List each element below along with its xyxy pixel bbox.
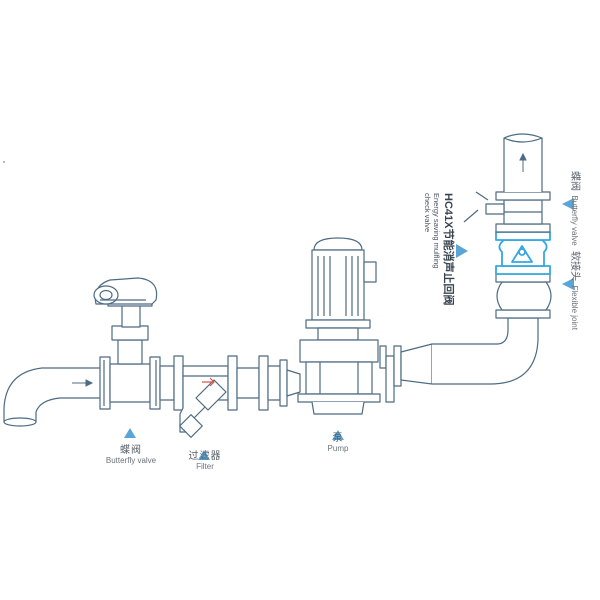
label-en: Butterfly valve [570,195,579,246]
butterfly-valve-left [93,277,161,410]
butterfly-valve-right [463,191,551,233]
label-zh: 蝶阀 [569,171,580,191]
label-en: Filter [196,462,214,471]
pointer-pump [332,430,344,440]
flow-arrow-riser [519,152,527,172]
label-pump: 泵 Pump [316,429,360,453]
label-zh: 蝶阀 [120,445,142,456]
outlet-elbow-pipe [432,317,539,385]
label-butterfly-valve-left: 蝶阀 Butterfly valve [96,441,166,465]
pump-outlet-flange [385,343,433,403]
stray-dot [3,161,5,163]
label-butterfly-valve-right: 蝶阀 Butterfly valve [567,171,585,251]
pointer-butterfly-left [124,428,136,438]
label-filter: 过滤器 Filter [180,447,230,471]
label-flexible-joint: 软接头 Flexible joint [567,251,585,331]
inlet-elbow-pipe [3,367,100,423]
label-en: Flexible joint [570,285,579,330]
label-en-line2: check valve [423,193,432,233]
pointer-filter [198,450,210,460]
filter-strainer [173,355,238,438]
label-check-valve: HC41X节能消声止回阀 Energy saving mulfling chec… [423,193,457,313]
label-en: Pump [327,444,349,453]
flexible-joint [495,273,552,319]
pointer-butterfly-right [562,198,574,210]
label-en: Butterfly valve [105,456,157,465]
pointer-flexible-joint [562,278,574,290]
label-zh: 软接头 [569,251,580,281]
vertical-pump [297,237,387,415]
label-zh: 泵 [332,433,344,444]
pointer-check-valve [456,244,468,258]
label-zh: 过滤器 [188,451,222,462]
flow-arrow-inlet [72,379,94,387]
pump-inlet-flange [258,355,301,411]
pipe-segment-2 [236,367,260,399]
pipe-segment-1 [159,365,175,401]
check-valve [495,231,551,275]
label-zh: HC41X节能消声止回阀 [442,193,454,306]
label-en-line1: Energy saving mulfling [432,193,441,269]
inlet-pipe-opening [3,417,37,427]
